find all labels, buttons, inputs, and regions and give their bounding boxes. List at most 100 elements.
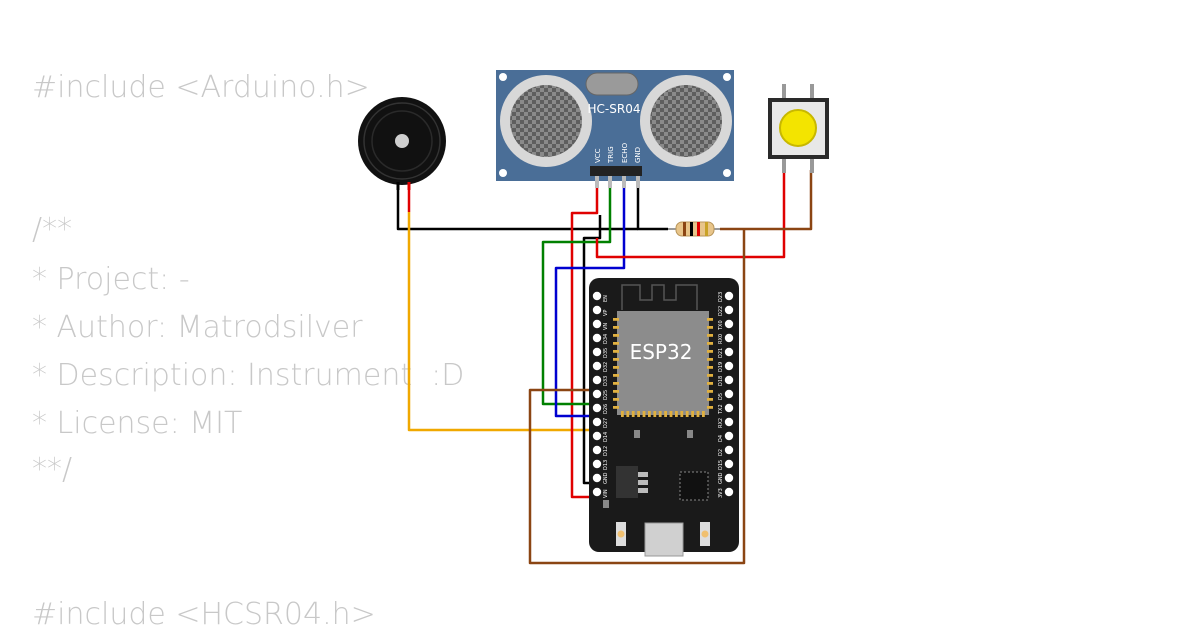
- right-pin-3v3[interactable]: [724, 487, 734, 497]
- right-pin-label: GND: [718, 472, 724, 484]
- code-background: #include <Arduino.h> /** * Project: - * …: [32, 0, 492, 632]
- left-pin-d32[interactable]: [592, 361, 602, 371]
- transducer-left: [500, 75, 592, 167]
- right-pin-d22[interactable]: [724, 305, 734, 315]
- left-pin-vn[interactable]: [592, 319, 602, 329]
- usb-bridge-chip: [679, 471, 709, 501]
- right-pin-label: 3V3: [718, 488, 724, 498]
- buzzer[interactable]: [358, 97, 446, 190]
- left-pin-d35[interactable]: [592, 347, 602, 357]
- left-pin-label: D33: [603, 376, 609, 386]
- wire-button-vcc[interactable]: [595, 170, 786, 259]
- right-pin-d21[interactable]: [724, 347, 734, 357]
- right-pin-label: D4: [718, 435, 724, 442]
- left-pin-label: D12: [603, 446, 609, 456]
- right-pin-label: D21: [718, 348, 724, 358]
- left-pin-vin[interactable]: [592, 487, 602, 497]
- wire-sensor-trig[interactable]: [541, 182, 612, 406]
- right-pin-d15[interactable]: [724, 459, 734, 469]
- left-pin-gnd[interactable]: [592, 473, 602, 483]
- voltage-regulator-icon: [616, 466, 648, 498]
- left-pin-d25[interactable]: [592, 389, 602, 399]
- hc-sr04-sensor[interactable]: HC-SR04 VCC TRIG ECHO GND: [496, 70, 734, 188]
- pin-label-trig: TRIG: [607, 146, 615, 164]
- right-pin-label: D5: [718, 393, 724, 400]
- sensor-label: HC-SR04: [588, 102, 641, 116]
- pin-label-gnd: GND: [634, 147, 642, 163]
- right-pin-d5[interactable]: [724, 389, 734, 399]
- left-pin-vp[interactable]: [592, 305, 602, 315]
- left-pin-label: D14: [603, 432, 609, 442]
- code-line-author: * Author: Matrodsilver: [32, 310, 363, 345]
- left-pin-d13[interactable]: [592, 459, 602, 469]
- code-line-description: * Description: Instrument :D: [32, 358, 465, 393]
- right-pin-label: RX2: [718, 418, 724, 428]
- right-pin-label: D15: [718, 460, 724, 470]
- pin-label-echo: ECHO: [621, 142, 629, 163]
- wire-sensor-echo[interactable]: [554, 182, 626, 418]
- left-pin-label: GND: [603, 472, 609, 484]
- left-pin-labels: ENVPVND34D35D32D33D25D26D27D14D12D13GNDV…: [603, 295, 609, 498]
- esp32-board[interactable]: ESP32 ENVPVND34D35D32D33D25D26D27D14D12D…: [589, 278, 739, 557]
- code-line-license: * License: MIT: [32, 406, 243, 441]
- right-pin-tx2[interactable]: [724, 403, 734, 413]
- right-pin-tx0[interactable]: [724, 319, 734, 329]
- left-pin-d34[interactable]: [592, 333, 602, 343]
- wifi-antenna-icon: [621, 284, 698, 310]
- right-pin-label: D19: [718, 362, 724, 372]
- left-pin-label: D26: [603, 404, 609, 414]
- transducer-right: [640, 75, 732, 167]
- right-pin-rx2[interactable]: [724, 417, 734, 427]
- right-header-pins: [724, 291, 734, 497]
- left-header-pins: [592, 291, 602, 497]
- left-pin-label: VP: [603, 310, 609, 316]
- right-pin-d4[interactable]: [724, 431, 734, 441]
- right-pin-label: RX0: [718, 334, 724, 344]
- code-line-project: * Project: -: [32, 262, 190, 297]
- left-pin-d33[interactable]: [592, 375, 602, 385]
- wire-button-d33[interactable]: [528, 229, 746, 565]
- right-pin-label: D22: [718, 306, 724, 316]
- sensor-pin-labels: VCC TRIG ECHO GND: [594, 142, 642, 164]
- right-pin-d19[interactable]: [724, 361, 734, 371]
- left-pin-d12[interactable]: [592, 445, 602, 455]
- buzzer-icon: [358, 97, 446, 185]
- wire-sensor-gnd[interactable]: [636, 182, 668, 231]
- usb-connector-icon: [644, 522, 684, 557]
- left-pin-label: D25: [603, 390, 609, 400]
- code-line-include-arduino: #include <Arduino.h>: [32, 70, 370, 105]
- resistor-icon[interactable]: [675, 221, 715, 237]
- wire-sensor-vcc[interactable]: [570, 182, 599, 499]
- left-pin-d27[interactable]: [592, 417, 602, 427]
- code-line-comment-open: /**: [32, 212, 73, 247]
- code-line-include-hcsr04: #include <HCSR04.h>: [32, 597, 376, 632]
- right-pin-label: TX0: [718, 320, 724, 331]
- right-pin-rx0[interactable]: [724, 333, 734, 343]
- pin-label-vcc: VCC: [594, 148, 602, 163]
- right-pin-label: D23: [718, 292, 724, 302]
- right-pin-d23[interactable]: [724, 291, 734, 301]
- left-pin-d26[interactable]: [592, 403, 602, 413]
- right-pin-gnd[interactable]: [724, 473, 734, 483]
- code-line-comment-close: **/: [32, 452, 73, 487]
- module-pads: [613, 318, 713, 417]
- left-pin-label: D13: [603, 460, 609, 470]
- left-pin-label: EN: [603, 295, 609, 302]
- pushbutton-icon[interactable]: [768, 84, 829, 173]
- wire-buzzer-gnd[interactable]: [396, 187, 638, 231]
- left-pin-label: VN: [603, 323, 609, 330]
- right-pin-label: D2: [718, 449, 724, 456]
- right-pin-label: TX2: [718, 404, 724, 415]
- left-pin-label: D32: [603, 362, 609, 372]
- right-pin-label: D18: [718, 376, 724, 386]
- left-pin-en[interactable]: [592, 291, 602, 301]
- wire-sensor-gnd-board[interactable]: [582, 215, 602, 485]
- right-pin-d2[interactable]: [724, 445, 734, 455]
- wire-resistor-button[interactable]: [720, 170, 813, 231]
- right-pin-d18[interactable]: [724, 375, 734, 385]
- left-pin-label: D34: [603, 334, 609, 344]
- left-pin-d14[interactable]: [592, 431, 602, 441]
- wire-buzzer-signal-orange[interactable]: [407, 212, 597, 432]
